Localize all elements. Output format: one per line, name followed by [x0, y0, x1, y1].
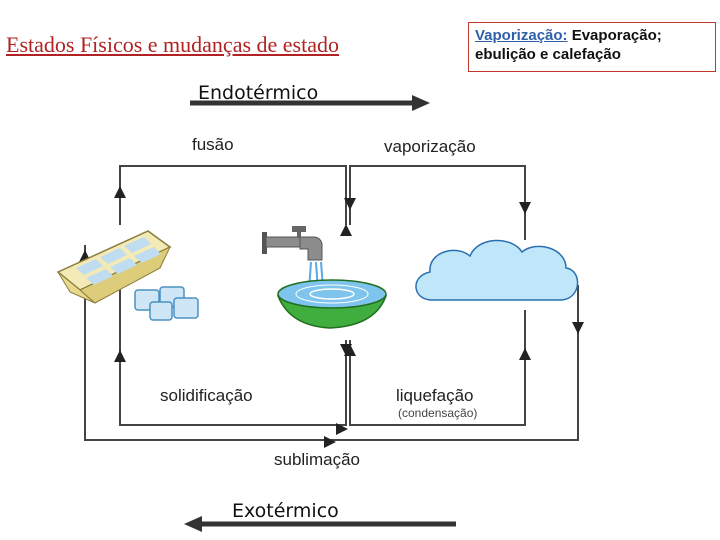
- vaporization-label: vaporização: [384, 137, 476, 156]
- fusion-path: [119, 165, 347, 225]
- liquefaction-path: [349, 310, 526, 426]
- ice-tray-icon: [56, 230, 172, 304]
- endothermic-arrow: [190, 95, 430, 111]
- endothermic-label: Endotérmico: [198, 82, 319, 104]
- ice-cubes-icon: [134, 286, 199, 321]
- vaporization-path: [349, 165, 526, 240]
- page-title: Estados Físicos e mudanças de estado: [6, 32, 339, 57]
- note-heading: Vaporização:: [475, 27, 568, 44]
- exothermic-label: Exotérmico: [232, 500, 339, 522]
- fusion-label: fusão: [192, 135, 234, 154]
- solidification-label: solidificação: [160, 386, 253, 405]
- water-basin-icon: [276, 279, 388, 329]
- sublimation-label: sublimação: [274, 450, 360, 469]
- liquefaction-label: liquefação: [396, 386, 474, 405]
- cloud-icon: [415, 239, 579, 301]
- arrowheads: [79, 186, 584, 448]
- exothermic-arrow: [184, 516, 456, 532]
- note-text: Evaporação; ebulição e calefação: [475, 27, 662, 63]
- condensation-label: (condensação): [398, 406, 477, 420]
- vaporization-note: Vaporização: Evaporação; ebulição e cale…: [468, 22, 716, 72]
